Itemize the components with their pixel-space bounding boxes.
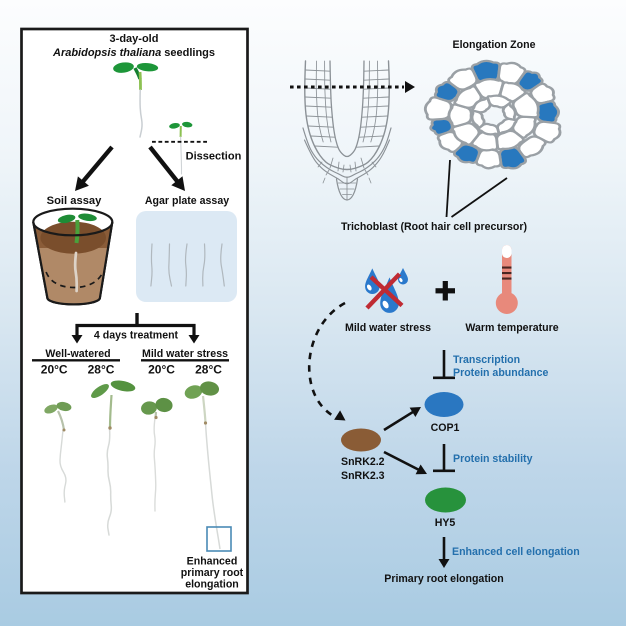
svg-text:Elongation Zone: Elongation Zone bbox=[453, 39, 536, 51]
svg-text:elongation: elongation bbox=[185, 579, 239, 591]
svg-text:Agar plate assay: Agar plate assay bbox=[145, 195, 229, 207]
svg-text:HY5: HY5 bbox=[435, 517, 456, 529]
svg-text:Well-watered: Well-watered bbox=[45, 348, 110, 360]
svg-text:Dissection: Dissection bbox=[186, 151, 242, 163]
svg-text:COP1: COP1 bbox=[431, 422, 460, 434]
svg-text:Trichoblast (Root hair cell pr: Trichoblast (Root hair cell precursor) bbox=[341, 221, 527, 233]
svg-text:Mild water stress: Mild water stress bbox=[345, 322, 431, 334]
svg-text:Enhanced cell elongation: Enhanced cell elongation bbox=[452, 546, 580, 558]
svg-text:Protein stability: Protein stability bbox=[453, 453, 533, 465]
svg-text:4 days treatment: 4 days treatment bbox=[94, 330, 179, 342]
svg-text:Soil assay: Soil assay bbox=[47, 195, 103, 207]
svg-text:20°C: 20°C bbox=[148, 363, 175, 377]
svg-text:Protein abundance: Protein abundance bbox=[453, 367, 548, 379]
svg-text:primary root: primary root bbox=[181, 567, 244, 579]
svg-text:28°C: 28°C bbox=[88, 363, 115, 377]
svg-text:28°C: 28°C bbox=[195, 363, 222, 377]
svg-text:Warm temperature: Warm temperature bbox=[465, 322, 558, 334]
svg-text:20°C: 20°C bbox=[41, 363, 68, 377]
svg-text:SnRK2.3: SnRK2.3 bbox=[341, 470, 385, 482]
svg-text:Enhanced: Enhanced bbox=[187, 556, 238, 568]
svg-text:Primary root elongation: Primary root elongation bbox=[384, 573, 504, 585]
svg-text:SnRK2.2: SnRK2.2 bbox=[341, 456, 385, 468]
svg-text:Transcription: Transcription bbox=[453, 354, 520, 366]
svg-text:Mild water stress: Mild water stress bbox=[142, 348, 228, 360]
svg-text:3-day-old: 3-day-old bbox=[110, 33, 159, 45]
svg-text:Arabidopsis thaliana seedlings: Arabidopsis thaliana seedlings bbox=[52, 47, 215, 59]
